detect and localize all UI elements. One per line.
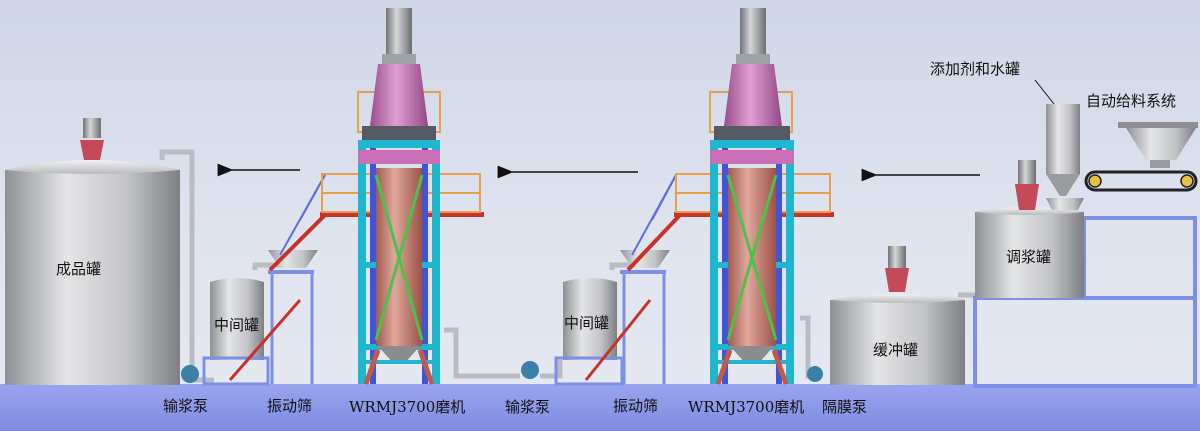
diaphragm-pump[interactable] bbox=[807, 366, 823, 382]
floor bbox=[0, 384, 1200, 431]
intermediate-tank-1-label: 中间罐 bbox=[214, 316, 260, 334]
buffer-tank[interactable] bbox=[830, 246, 965, 385]
auto-feeding-system-label: 自动给料系统 bbox=[1086, 92, 1177, 110]
pointer-line bbox=[1034, 79, 1055, 105]
auto-feeding-system[interactable] bbox=[1084, 122, 1198, 192]
pump-2-label: 输浆泵 bbox=[505, 398, 551, 416]
mill-2-label: WRMJ3700磨机 bbox=[688, 398, 805, 416]
intermediate-tank-1[interactable] bbox=[202, 278, 270, 386]
screen-2-label: 振动筛 bbox=[613, 397, 659, 415]
diaphragm-pump-label: 隔膜泵 bbox=[822, 398, 868, 416]
intermediate-tank-2-label: 中间罐 bbox=[564, 314, 610, 332]
finished-product-tank-label: 成品罐 bbox=[56, 260, 102, 278]
additive-water-tank-label: 添加剂和水罐 bbox=[930, 60, 1021, 78]
slurry-pump-1[interactable] bbox=[181, 365, 199, 383]
finished-product-tank[interactable] bbox=[5, 118, 180, 385]
mixing-tank-label: 调浆罐 bbox=[1006, 248, 1052, 266]
mill-1[interactable] bbox=[358, 8, 440, 385]
intermediate-tank-2[interactable] bbox=[554, 278, 624, 386]
mill-1-label: WRMJ3700磨机 bbox=[349, 398, 466, 416]
mill-2[interactable] bbox=[710, 8, 794, 385]
mixing-tank[interactable] bbox=[975, 160, 1084, 298]
screen-1-label: 振动筛 bbox=[267, 397, 313, 415]
pump-1-label: 输浆泵 bbox=[163, 397, 209, 415]
buffer-tank-label: 缓冲罐 bbox=[873, 341, 919, 359]
additive-water-tank[interactable] bbox=[1046, 104, 1084, 210]
slurry-pump-2[interactable] bbox=[521, 361, 539, 379]
flow-arrows bbox=[217, 79, 1055, 182]
